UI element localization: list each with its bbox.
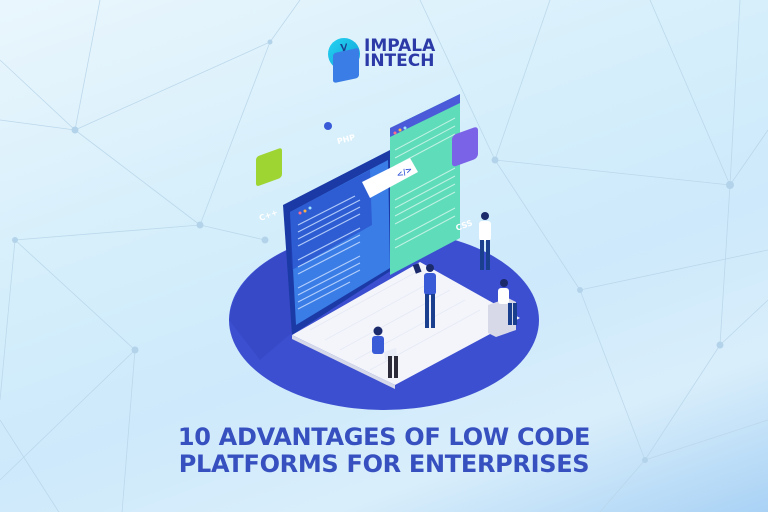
brand-line2: INTECH — [364, 51, 435, 71]
headline: 10 ADVANTAGES OF LOW CODE PLATFORMS FOR … — [0, 424, 768, 478]
php-badge: PHP — [324, 48, 359, 146]
person-standing-center — [412, 263, 436, 328]
php-label: PHP — [336, 133, 356, 146]
person-standing-right — [479, 212, 491, 270]
laptop-keyboard — [292, 262, 520, 385]
headline-line2: PLATFORMS FOR ENTERPRISES — [178, 450, 590, 478]
person-sitting-box — [488, 279, 517, 337]
headline-line1: 10 ADVANTAGES OF LOW CODE — [177, 423, 591, 451]
code-tag-box — [362, 158, 418, 198]
cpp-label: C++ — [258, 208, 279, 223]
brand-line1: IMPALA — [364, 36, 436, 56]
person-sitting-laptop — [372, 326, 398, 378]
cpp-badge: C++ — [256, 148, 282, 223]
